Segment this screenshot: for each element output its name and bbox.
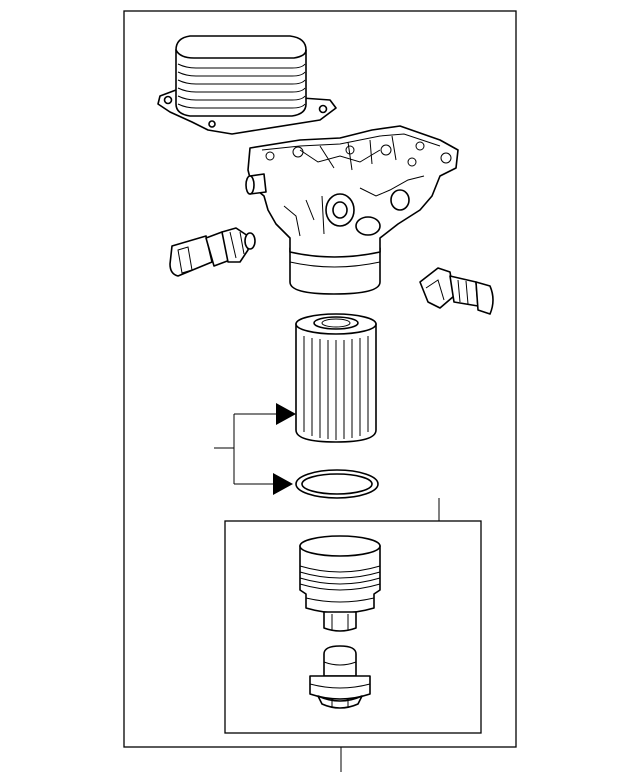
arrow-to-filter-icon (276, 403, 296, 425)
oil-filter-cap-assembly[interactable] (299, 535, 381, 709)
oil-pressure-sensor-left[interactable] (169, 227, 256, 277)
arrow-to-o-ring-icon (273, 473, 293, 495)
cap-kit-frame (224, 520, 482, 734)
oil-filter-housing[interactable] (245, 125, 459, 295)
housing-seal-o-ring[interactable] (295, 469, 379, 499)
oil-temperature-sensor-right[interactable] (419, 267, 494, 315)
oil-cooler[interactable] (157, 35, 337, 135)
filter-kit-bracket (214, 403, 296, 495)
main-frame (123, 10, 517, 748)
oil-filter-element[interactable] (295, 313, 377, 443)
oil-filter-cap[interactable] (299, 535, 381, 632)
drain-plug[interactable] (309, 645, 371, 709)
